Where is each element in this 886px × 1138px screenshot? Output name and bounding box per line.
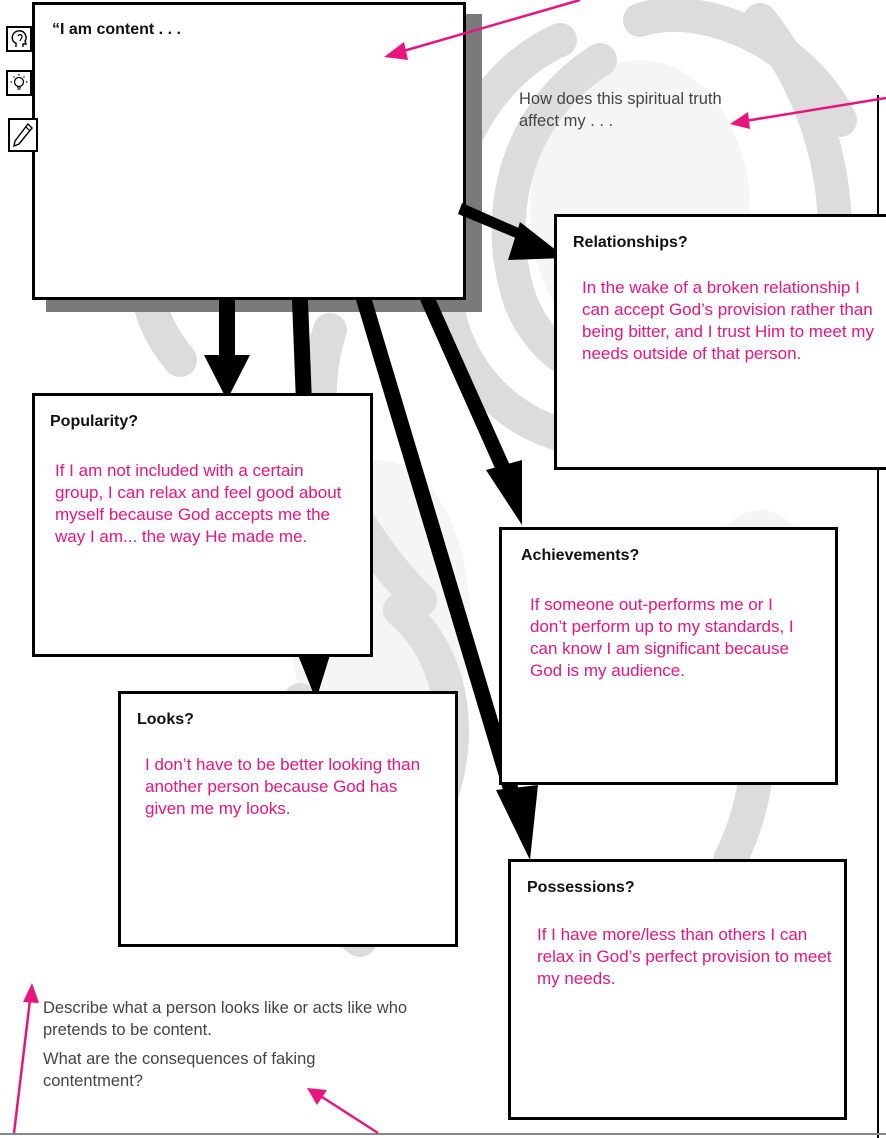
pointer-to-spiritual-truth-prompt — [744, 96, 886, 123]
describe-pretender-prompt: Describe what a person looks like or act… — [43, 999, 408, 1039]
consequences-prompt: What are the consequences of faking cont… — [43, 1050, 316, 1090]
possessions-title: Possessions? — [527, 879, 635, 896]
relationships-title: Relationships? — [573, 234, 688, 251]
pointer-to-consequences-prompt — [321, 1095, 379, 1135]
relationships-box: Relationships? In the wake of a broken r… — [554, 214, 886, 470]
relationships-body: In the wake of a broken relationship I c… — [582, 278, 874, 363]
head-profile-icon — [6, 26, 32, 52]
main-box-title: “I am content . . . — [52, 21, 181, 38]
looks-body: I don’t have to be better looking than a… — [145, 755, 421, 818]
possessions-body: If I have more/less than others I can re… — [537, 925, 832, 988]
lightbulb-icon — [6, 70, 32, 96]
popularity-title: Popularity? — [50, 413, 139, 430]
pencil-icon — [8, 118, 38, 152]
looks-title: Looks? — [137, 711, 194, 728]
looks-box: Looks? I don’t have to be better looking… — [118, 691, 458, 947]
achievements-box: Achievements? If someone out-performs me… — [499, 527, 838, 785]
possessions-box: Possessions? If I have more/less than ot… — [508, 859, 847, 1120]
arrow-to-achievements — [420, 300, 512, 475]
arrow-to-popularity — [219, 300, 235, 360]
right-border-line — [877, 95, 879, 1138]
spiritual-truth-prompt: How does this spiritual truth affect my … — [519, 90, 722, 130]
pointer-to-describe-prompt — [12, 999, 32, 1134]
arrow-to-relationships — [458, 203, 530, 243]
bottom-border-line — [0, 1133, 886, 1135]
achievements-body: If someone out-performs me or I don’t pe… — [530, 595, 794, 680]
popularity-box: Popularity? If I am not included with a … — [32, 393, 373, 657]
achievements-title: Achievements? — [521, 547, 640, 564]
popularity-body: If I am not included with a certain grou… — [55, 461, 342, 546]
arrow-to-possessions — [356, 300, 522, 800]
pointer-to-main-box — [399, 0, 581, 54]
